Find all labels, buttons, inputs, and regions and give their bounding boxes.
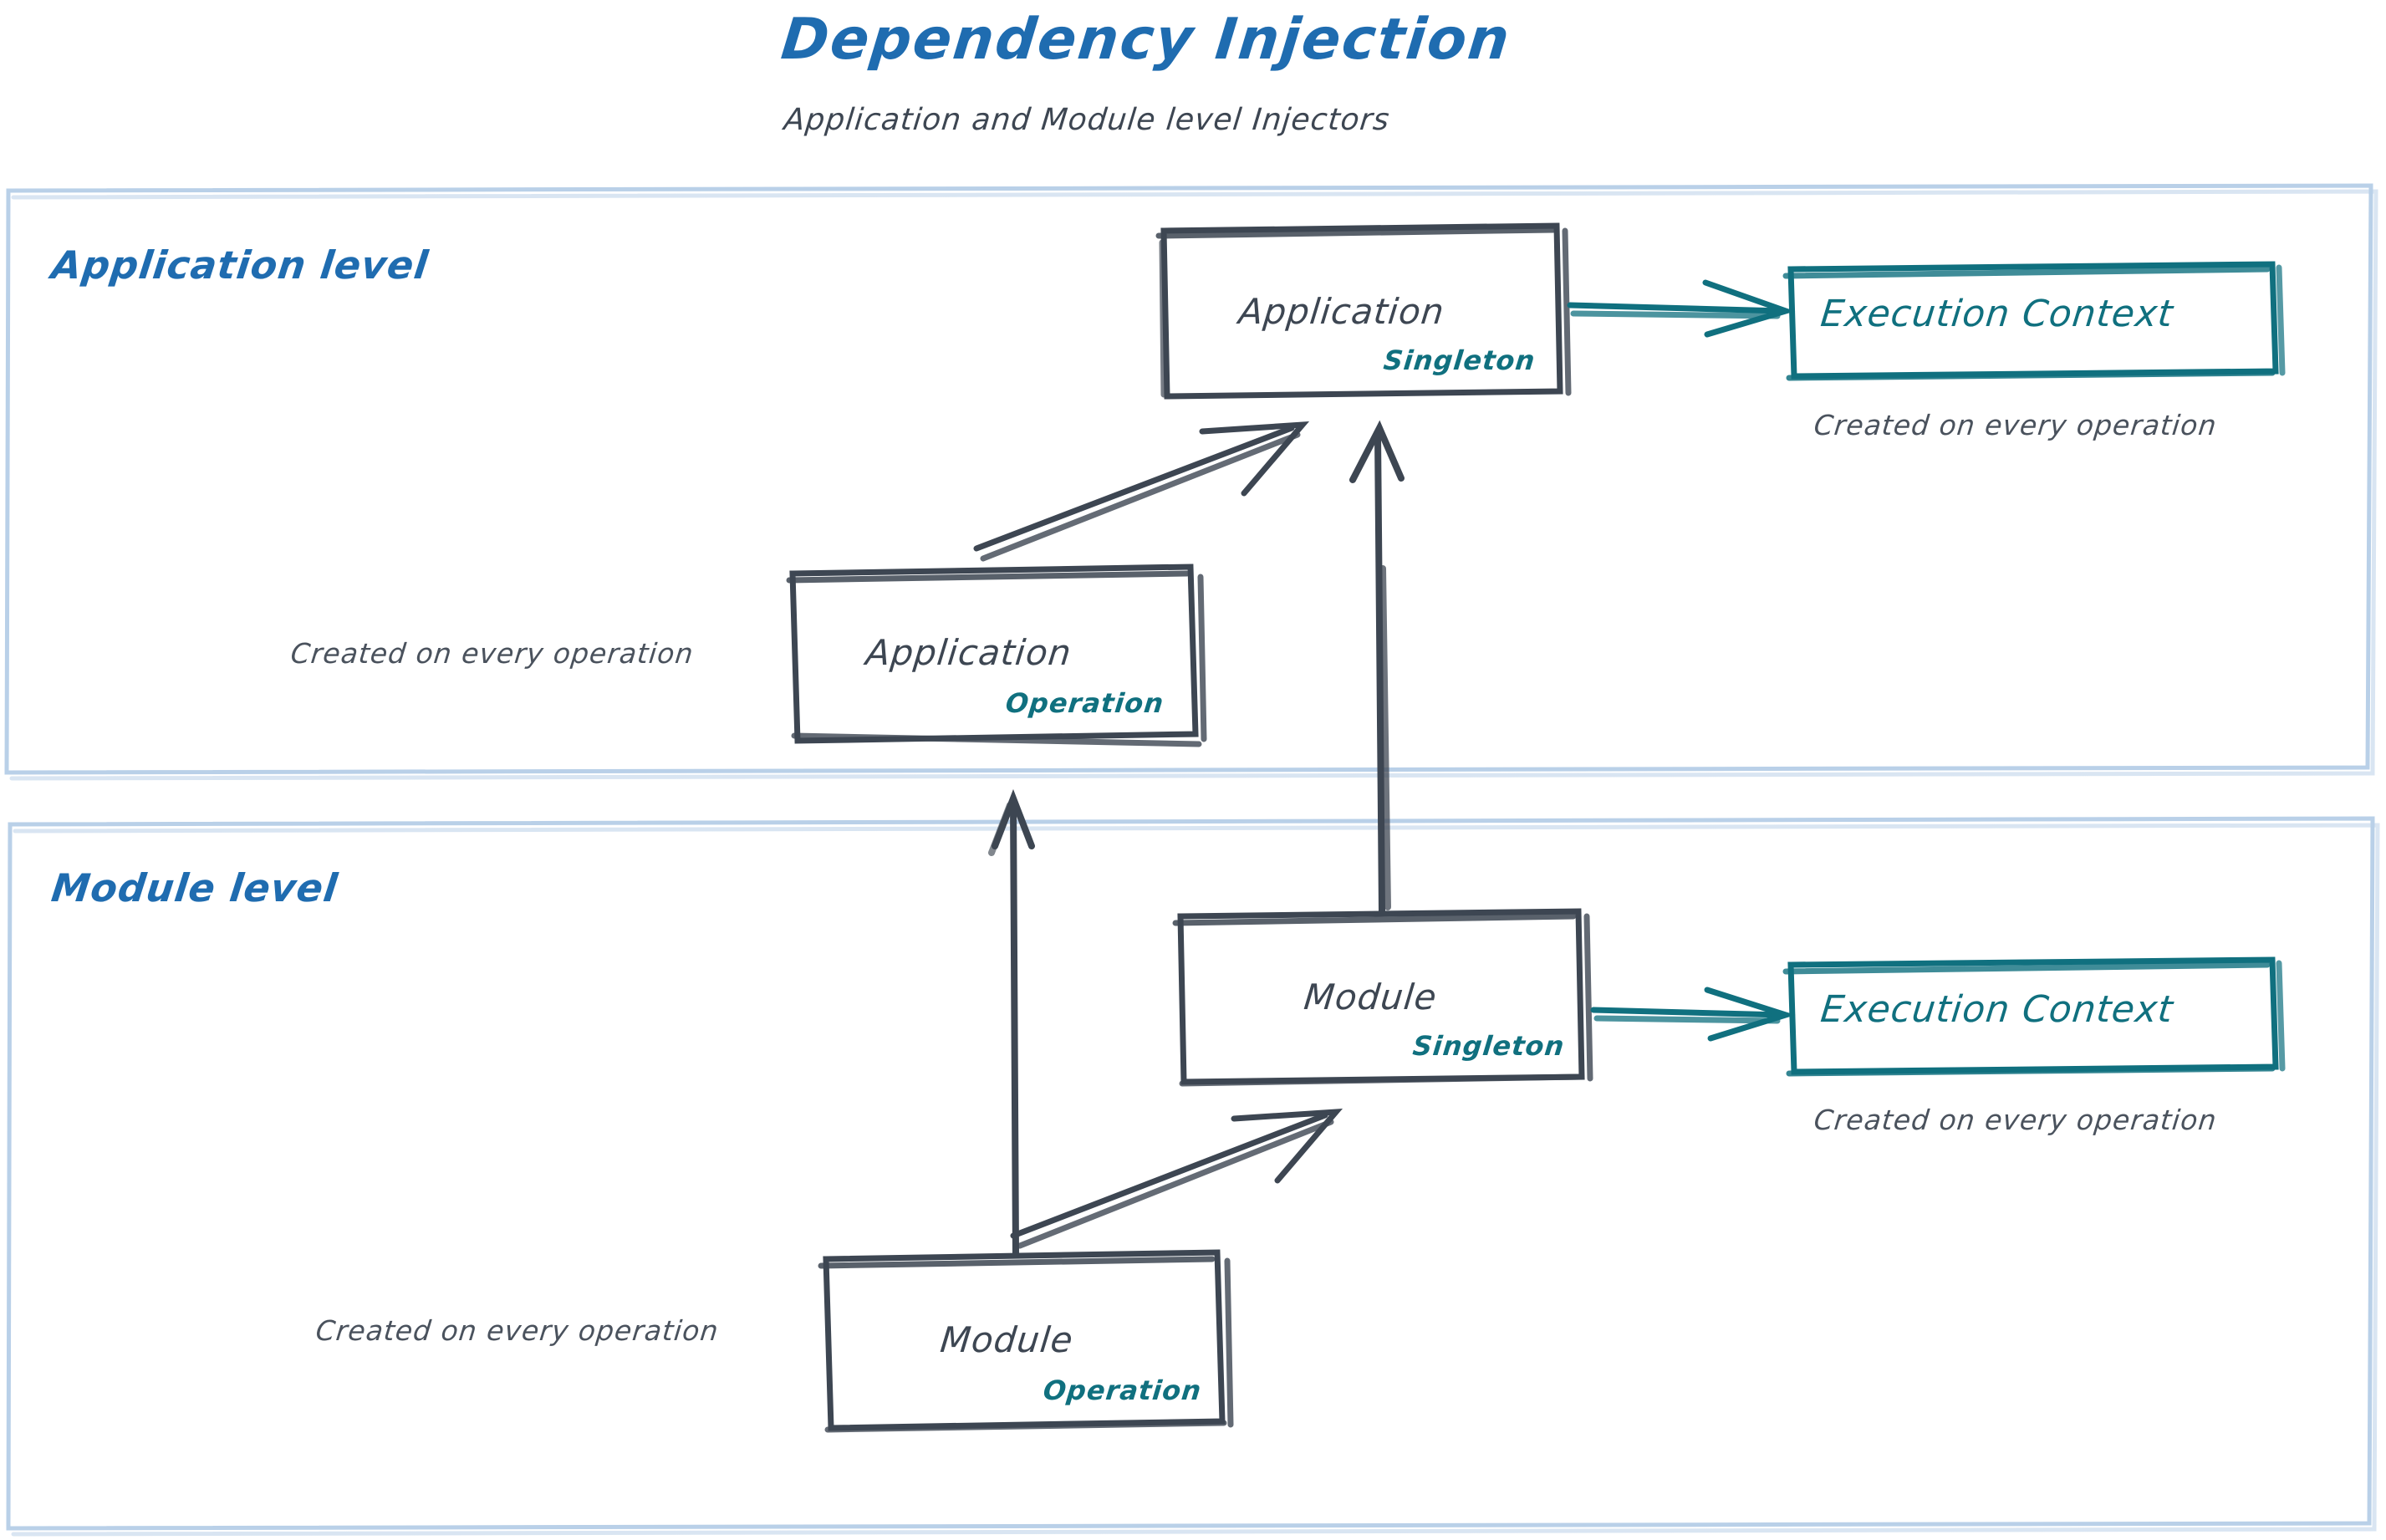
edge-module-operation-to-module-singleton [1010,1108,1343,1249]
node-application-execution-context[interactable] [1789,264,2281,376]
page-subtitle: Application and Module level Injectors [782,103,1392,137]
node-application-operation[interactable] [793,567,1202,741]
edge-module-operation-to-app-operation [988,788,1035,1257]
node-module-execution-context[interactable] [1789,960,2281,1072]
node-module-operation[interactable] [826,1252,1229,1428]
caption-application-operation: Created on every operation [288,637,696,670]
node-application-singleton[interactable] [1164,226,1565,396]
panel-label-module-level: Module level [48,865,341,910]
caption-application-execution-context: Created on every operation [1812,409,2219,441]
edge-module-singleton-to-app-singleton [1349,420,1405,915]
node-module-singleton[interactable] [1180,911,1588,1082]
panel-label-application-level: Application level [48,242,431,288]
caption-module-operation: Created on every operation [314,1314,721,1347]
edge-app-operation-to-app-singleton [973,421,1310,562]
edge-app-singleton-to-app-execution-context [1567,279,1796,338]
page-title: Dependency Injection [777,7,1514,73]
caption-module-execution-context: Created on every operation [1812,1104,2219,1136]
edge-module-singleton-to-module-execution-context [1590,987,1796,1042]
